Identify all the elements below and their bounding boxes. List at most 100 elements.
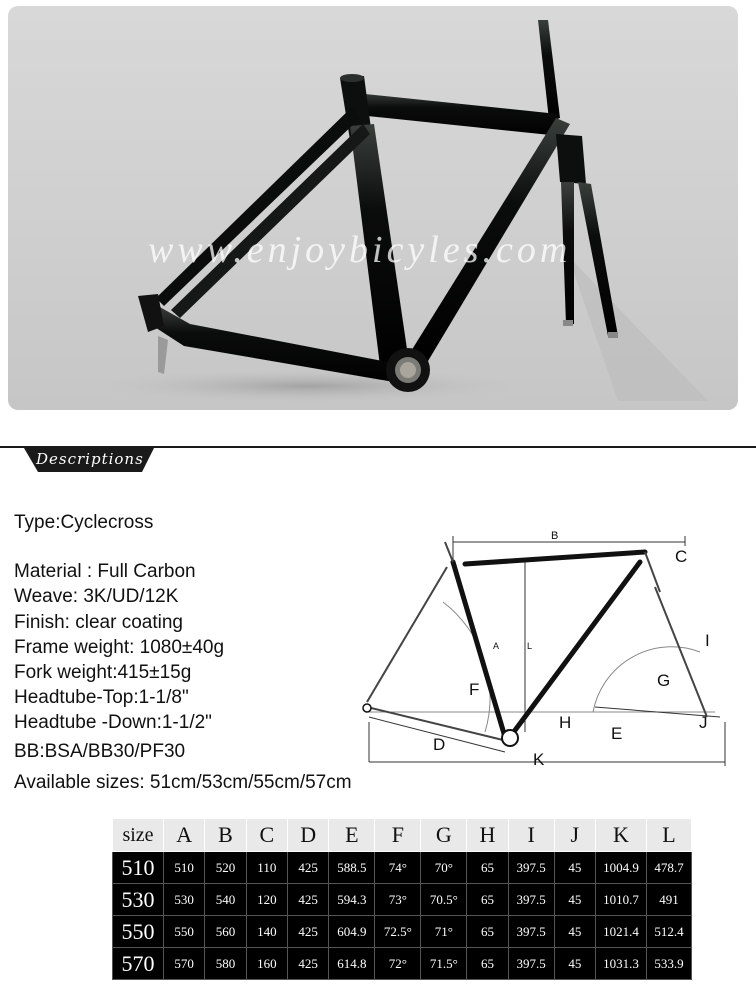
column-header: I: [507, 818, 555, 852]
size-geometry-table: size A B C D E F G H I J K L 510 510 520…: [112, 818, 692, 980]
column-header: B: [204, 818, 247, 852]
dim-label-l: L: [527, 641, 532, 651]
table-cell: 580: [204, 947, 247, 980]
section-title: Descriptions: [36, 450, 144, 468]
dim-label-i: I: [705, 631, 710, 650]
table-cell: 72.5°: [374, 915, 422, 948]
dim-label-h: H: [559, 713, 571, 732]
table-cell: 425: [286, 851, 330, 884]
column-header: K: [595, 818, 647, 852]
table-cell: 1010.7: [595, 883, 647, 916]
table-cell: 510: [162, 851, 206, 884]
table-cell-size: 550: [112, 915, 164, 948]
spec-finish: Finish: clear coating: [14, 612, 183, 633]
dim-label-j: J: [699, 713, 708, 732]
spec-frame-weight: Frame weight: 1080±40g: [14, 637, 225, 658]
dim-label-c: C: [675, 547, 687, 566]
dim-label-g: G: [657, 671, 670, 690]
spec-weave: Weave: 3K/UD/12K: [14, 586, 179, 607]
spec-fork-weight: Fork weight:415±15g: [14, 662, 192, 683]
table-cell: 71°: [420, 915, 468, 948]
column-header: F: [374, 818, 422, 852]
column-header: size: [112, 818, 164, 852]
table-cell-size: 510: [112, 851, 164, 884]
column-header: D: [286, 818, 330, 852]
table-cell: 560: [204, 915, 247, 948]
dim-label-b: B: [551, 530, 558, 542]
table-row: 570 570 580 160 425 614.8 72° 71.5° 65 3…: [112, 947, 692, 980]
table-cell-size: 570: [112, 947, 164, 980]
table-cell: 1021.4: [595, 915, 647, 948]
table-cell: 140: [245, 915, 288, 948]
section-tag-shape: [24, 448, 154, 472]
table-row: 510 510 520 110 425 588.5 74° 70° 65 397…: [112, 851, 692, 884]
table-cell: 71.5°: [420, 947, 468, 980]
table-cell-size: 530: [112, 883, 164, 916]
spec-headtube-down: Headtube -Down:1-1/2": [14, 712, 212, 733]
carbon-frame-illustration: [78, 20, 708, 404]
spec-material: Material : Full Carbon: [14, 561, 196, 582]
table-cell: 70°: [420, 851, 468, 884]
table-header-row: size A B C D E F G H I J K L: [112, 818, 692, 852]
table-cell: 588.5: [328, 851, 376, 884]
table-cell: 1004.9: [595, 851, 647, 884]
table-cell: 45: [553, 915, 597, 948]
table-cell: 550: [162, 915, 206, 948]
dim-label-k: K: [533, 750, 545, 769]
spec-bottom-bracket: BB:BSA/BB30/PF30: [14, 741, 186, 762]
table-cell: 65: [466, 947, 509, 980]
column-header: E: [328, 818, 376, 852]
table-cell: 397.5: [507, 915, 555, 948]
table-cell: 425: [286, 947, 330, 980]
column-header: J: [553, 818, 597, 852]
spec-available-sizes: Available sizes: 51cm/53cm/55cm/57cm: [14, 772, 352, 793]
table-cell: 614.8: [328, 947, 376, 980]
frame-geometry-diagram: B C D E F G H I J K A L: [362, 530, 726, 769]
column-header: H: [466, 818, 509, 852]
table-row: 530 530 540 120 425 594.3 73° 70.5° 65 3…: [112, 883, 692, 916]
table-cell: 45: [553, 851, 597, 884]
dim-label-a: A: [493, 641, 499, 651]
table-cell: 72°: [374, 947, 422, 980]
table-cell: 491: [646, 883, 692, 916]
spec-headtube-top: Headtube-Top:1-1/8": [14, 687, 189, 708]
table-cell: 65: [466, 851, 509, 884]
table-cell: 1031.3: [595, 947, 647, 980]
dim-label-d: D: [433, 735, 445, 754]
table-cell: 478.7: [646, 851, 692, 884]
column-header: G: [420, 818, 468, 852]
table-cell: 594.3: [328, 883, 376, 916]
table-cell: 512.4: [646, 915, 692, 948]
column-header: C: [245, 818, 288, 852]
table-cell: 74°: [374, 851, 422, 884]
spec-type: Type:Cyclecross: [14, 512, 154, 533]
table-cell: 533.9: [646, 947, 692, 980]
table-cell: 65: [466, 883, 509, 916]
table-cell: 45: [553, 883, 597, 916]
table-cell: 425: [286, 915, 330, 948]
dim-label-e: E: [611, 724, 622, 743]
table-cell: 604.9: [328, 915, 376, 948]
table-cell: 570: [162, 947, 206, 980]
table-cell: 425: [286, 883, 330, 916]
product-photo: www.enjoybicyles.com: [8, 6, 738, 410]
table-cell: 45: [553, 947, 597, 980]
dim-label-f: F: [469, 680, 479, 699]
table-cell: 73°: [374, 883, 422, 916]
table-cell: 70.5°: [420, 883, 468, 916]
table-cell: 397.5: [507, 947, 555, 980]
table-cell: 520: [204, 851, 247, 884]
website-watermark: www.enjoybicyles.com: [148, 229, 572, 271]
table-cell: 160: [245, 947, 288, 980]
table-cell: 540: [204, 883, 247, 916]
table-cell: 65: [466, 915, 509, 948]
column-header: A: [162, 818, 206, 852]
table-cell: 530: [162, 883, 206, 916]
table-cell: 397.5: [507, 851, 555, 884]
table-cell: 110: [245, 851, 288, 884]
section-divider: [0, 446, 756, 448]
table-cell: 397.5: [507, 883, 555, 916]
column-header: L: [646, 818, 692, 852]
table-row: 550 550 560 140 425 604.9 72.5° 71° 65 3…: [112, 915, 692, 948]
table-cell: 120: [245, 883, 288, 916]
